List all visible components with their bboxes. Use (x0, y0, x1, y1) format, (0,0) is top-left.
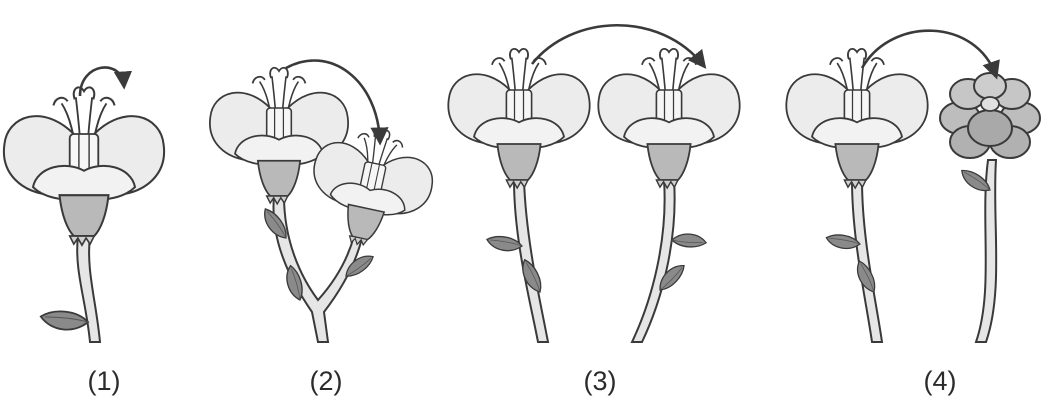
arrow-cross (532, 25, 704, 66)
panel-label-2: (2) (296, 366, 356, 397)
panel-label-4: (4) (910, 366, 970, 397)
panel-label-1: (1) (74, 366, 134, 397)
daisy-flower (940, 73, 1040, 158)
panel-4-different-species (786, 31, 1040, 342)
arrow-self (80, 67, 124, 96)
panel-1-self-pollination (4, 67, 164, 342)
panel-2-geitonogamy (210, 61, 441, 342)
arrow-different-species (862, 31, 996, 76)
panel-3-cross-pollination (448, 25, 739, 342)
panel-label-3: (3) (570, 366, 630, 397)
